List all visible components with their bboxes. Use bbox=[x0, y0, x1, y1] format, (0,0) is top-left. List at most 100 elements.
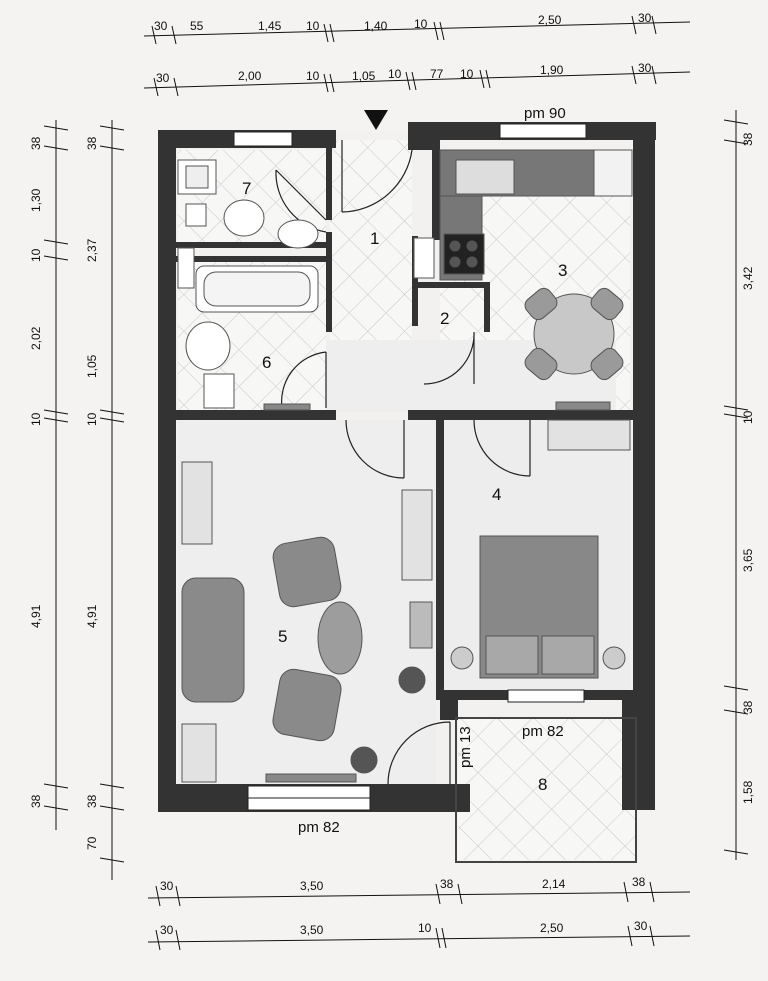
room-5: 5 bbox=[278, 627, 287, 646]
label-window-kitchen: pm 90 bbox=[524, 105, 566, 122]
coffee-table bbox=[317, 601, 363, 675]
dim-top1-2: 1,45 bbox=[258, 19, 282, 33]
ticks-top-row1 bbox=[151, 15, 657, 45]
room-2: 2 bbox=[440, 309, 449, 328]
ticks-bottom-row1 bbox=[155, 881, 655, 907]
dim-top1-1: 55 bbox=[190, 19, 204, 33]
living-door bbox=[345, 419, 405, 479]
dim-top1-7: 30 bbox=[638, 11, 652, 25]
dining-table bbox=[533, 293, 615, 375]
ticks-left-outer bbox=[43, 125, 69, 811]
label-door-balcony: pm 13 bbox=[457, 726, 474, 768]
bath-door bbox=[281, 351, 327, 409]
dim-top2-7: 1,90 bbox=[540, 63, 564, 77]
storage-door bbox=[423, 331, 475, 385]
chair-4 bbox=[590, 347, 624, 381]
nightstand-left bbox=[450, 646, 474, 670]
dim-top2-4: 10 bbox=[388, 67, 402, 81]
dim-top1-0: 30 bbox=[154, 19, 168, 33]
dim-top2-2: 10 bbox=[306, 69, 320, 83]
wardrobe-living bbox=[401, 489, 433, 581]
label-window-bedroom: pm 82 bbox=[522, 723, 564, 740]
dim-left-inner-3: 10 bbox=[85, 412, 99, 426]
living-cabinet bbox=[181, 723, 217, 783]
balcony-door bbox=[387, 721, 451, 785]
chair-3 bbox=[524, 347, 558, 381]
plant-2 bbox=[350, 746, 378, 774]
dim-bottom2-3: 2,50 bbox=[540, 921, 564, 935]
dim-left-inner-0: 38 bbox=[85, 136, 99, 150]
room-numbers: 1 2 3 4 5 6 7 8 bbox=[242, 179, 567, 794]
dim-left-outer-6: 38 bbox=[29, 794, 43, 808]
sofa bbox=[181, 577, 245, 703]
dim-right-2: 10 bbox=[741, 410, 755, 424]
living-radiator bbox=[265, 773, 357, 783]
kitchen-stove bbox=[443, 233, 485, 275]
dim-bottom1-0: 30 bbox=[160, 879, 174, 893]
dim-left-inner-1: 2,37 bbox=[85, 238, 99, 262]
bedroom-shelf bbox=[547, 419, 631, 451]
dim-bottom1-2: 38 bbox=[440, 877, 454, 891]
dim-top1-6: 2,50 bbox=[538, 13, 562, 27]
bath-sink bbox=[185, 321, 231, 371]
dim-right-3: 3,65 bbox=[741, 548, 755, 572]
dim-top2-5: 77 bbox=[430, 67, 444, 81]
toilet bbox=[223, 199, 265, 237]
furniture bbox=[177, 149, 633, 783]
bath-radiator bbox=[263, 403, 311, 411]
dim-bottom2-1: 3,50 bbox=[300, 923, 324, 937]
washing-machine bbox=[203, 373, 235, 409]
dim-left-outer-0: 38 bbox=[29, 136, 43, 150]
dim-right-1: 3,42 bbox=[741, 266, 755, 290]
dim-top1-5: 10 bbox=[414, 17, 428, 31]
hall-floor bbox=[330, 140, 412, 340]
dim-top1-4: 1,40 bbox=[364, 19, 388, 33]
dim-bottom1-4: 38 bbox=[632, 875, 646, 889]
ticks-left-inner bbox=[99, 125, 125, 863]
room-1: 1 bbox=[370, 229, 379, 248]
balcony-floor bbox=[458, 718, 636, 860]
kitchen-sink bbox=[455, 159, 515, 195]
dim-bottom1-3: 2,14 bbox=[542, 877, 566, 891]
dimension-lines: 30 55 1,45 10 1,40 10 2,50 30 30 2,00 10… bbox=[29, 11, 755, 951]
dim-right-0: 38 bbox=[741, 132, 755, 146]
dim-left-outer-1: 1,30 bbox=[29, 188, 43, 212]
ticks-bottom-row2 bbox=[155, 925, 655, 951]
dim-right-4: 38 bbox=[741, 700, 755, 714]
wc-tank bbox=[185, 203, 207, 227]
room-6: 6 bbox=[262, 353, 271, 372]
fridge-left bbox=[413, 237, 435, 279]
room-8: 8 bbox=[538, 775, 547, 794]
dim-bottom1-1: 3,50 bbox=[300, 879, 324, 893]
dim-left-inner-5: 38 bbox=[85, 794, 99, 808]
dim-bottom2-2: 10 bbox=[418, 921, 432, 935]
kitchen-radiator bbox=[555, 401, 611, 411]
armchair-1 bbox=[272, 536, 342, 608]
ticks-top-row2 bbox=[153, 65, 657, 97]
dim-left-outer-7: 70 bbox=[85, 836, 99, 850]
dim-top2-0: 30 bbox=[156, 71, 170, 85]
window-kitchen bbox=[499, 123, 587, 139]
wc-sink bbox=[277, 219, 319, 249]
ticks-right bbox=[723, 119, 749, 855]
entrance-door bbox=[341, 140, 413, 213]
bath-cabinet bbox=[177, 247, 195, 289]
dim-top2-8: 30 bbox=[638, 61, 652, 75]
dim-top2-1: 2,00 bbox=[238, 69, 262, 83]
tv-stand bbox=[409, 601, 433, 649]
plant-1 bbox=[398, 666, 426, 694]
entrance-arrow-icon bbox=[364, 110, 388, 130]
chair-2 bbox=[590, 287, 624, 321]
room-3: 3 bbox=[558, 261, 567, 280]
armchair-2 bbox=[272, 668, 342, 742]
bedroom-door bbox=[473, 419, 531, 477]
dim-left-outer-3: 2,02 bbox=[29, 326, 43, 350]
windows bbox=[233, 123, 587, 811]
dim-bottom2-0: 30 bbox=[160, 923, 174, 937]
dim-left-outer-2: 10 bbox=[29, 248, 43, 262]
dim-right-5: 1,58 bbox=[741, 780, 755, 804]
dim-top1-3: 10 bbox=[306, 19, 320, 33]
dim-bottom2-4: 30 bbox=[634, 919, 648, 933]
nightstand-right bbox=[602, 646, 626, 670]
